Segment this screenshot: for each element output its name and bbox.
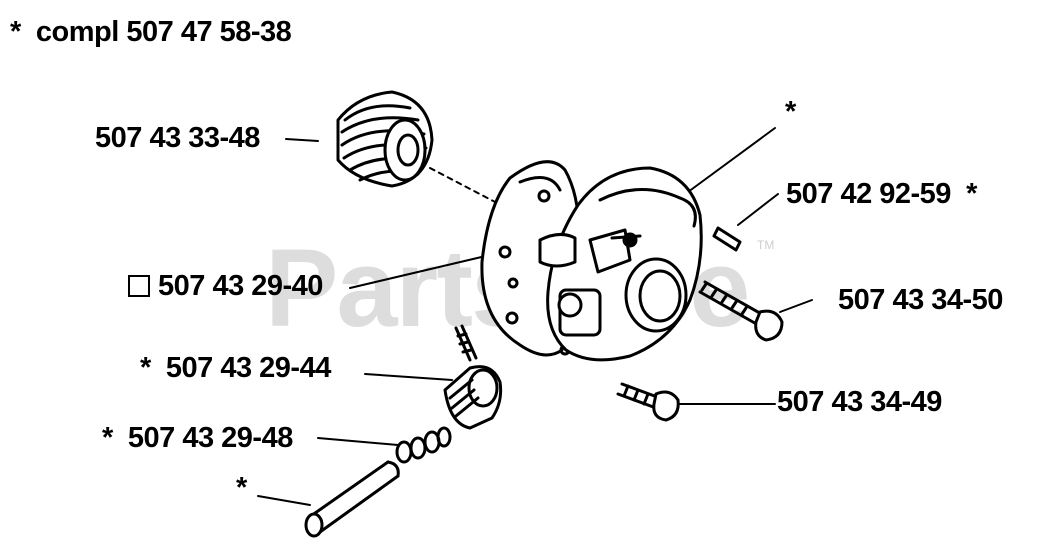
part-number: 507 43 33-48	[95, 122, 260, 154]
callout-pin: 507 42 92-59 *	[786, 180, 977, 209]
assembly-header: * compl 507 47 58-38	[10, 16, 292, 48]
part-number: 507 43 29-48	[127, 422, 293, 454]
asterisk: *	[966, 178, 977, 210]
shaft	[304, 460, 400, 538]
pinion-gear	[443, 365, 503, 430]
square-icon	[128, 275, 150, 297]
callout-short-screw: 507 43 34-49	[777, 388, 942, 417]
header-asterisk: *	[10, 16, 21, 48]
header-text: compl 507 47 58-38	[35, 16, 292, 48]
small-pin	[712, 226, 742, 252]
callout-spring: 507 43 33-48	[95, 124, 260, 153]
small-stud	[454, 324, 478, 362]
short-screw	[616, 382, 680, 422]
callout-long-screw: 507 43 34-50	[838, 286, 1003, 315]
small-spring	[395, 426, 452, 464]
callout-pinion: * 507 43 29-44	[140, 354, 331, 383]
asterisk: *	[140, 352, 151, 384]
part-number: 507 42 92-59	[786, 178, 951, 210]
coil-spring	[336, 90, 434, 188]
part-number: 507 43 34-49	[777, 386, 942, 418]
long-screw	[698, 280, 784, 342]
asterisk: *	[102, 422, 113, 454]
part-number: 507 43 29-44	[165, 352, 331, 384]
callout-shaft-asterisk: *	[236, 472, 247, 504]
part-number: 507 43 34-50	[838, 284, 1003, 316]
callout-plate: 507 43 29-40	[128, 272, 323, 301]
callout-small-spring: * 507 43 29-48	[102, 424, 293, 453]
gear-housing	[538, 166, 703, 362]
watermark-trademark: TM	[757, 238, 775, 252]
callout-cover-asterisk: *	[785, 96, 796, 128]
part-number: 507 43 29-40	[158, 270, 323, 302]
